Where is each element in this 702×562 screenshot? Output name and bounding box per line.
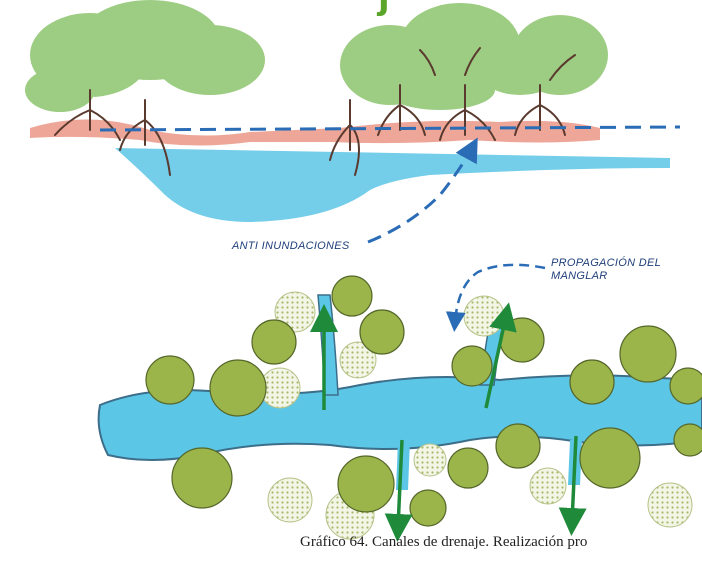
mangrove-canopy xyxy=(25,0,608,112)
mangrove-cross-section xyxy=(25,0,680,242)
anti-flood-label: ANTI INUNDACIONES xyxy=(232,240,350,253)
propagation-label-line1: PROPAGACIÓN DEL xyxy=(551,257,661,270)
figure-caption: Gráfico 64. Canales de drenaje. Realizac… xyxy=(300,534,587,551)
title-fragment: j xyxy=(378,0,390,18)
propagation-label-line2: MANGLAR xyxy=(551,270,608,283)
side-channel xyxy=(318,295,338,395)
drainage-plan-view xyxy=(99,265,702,539)
water-body xyxy=(115,148,670,222)
